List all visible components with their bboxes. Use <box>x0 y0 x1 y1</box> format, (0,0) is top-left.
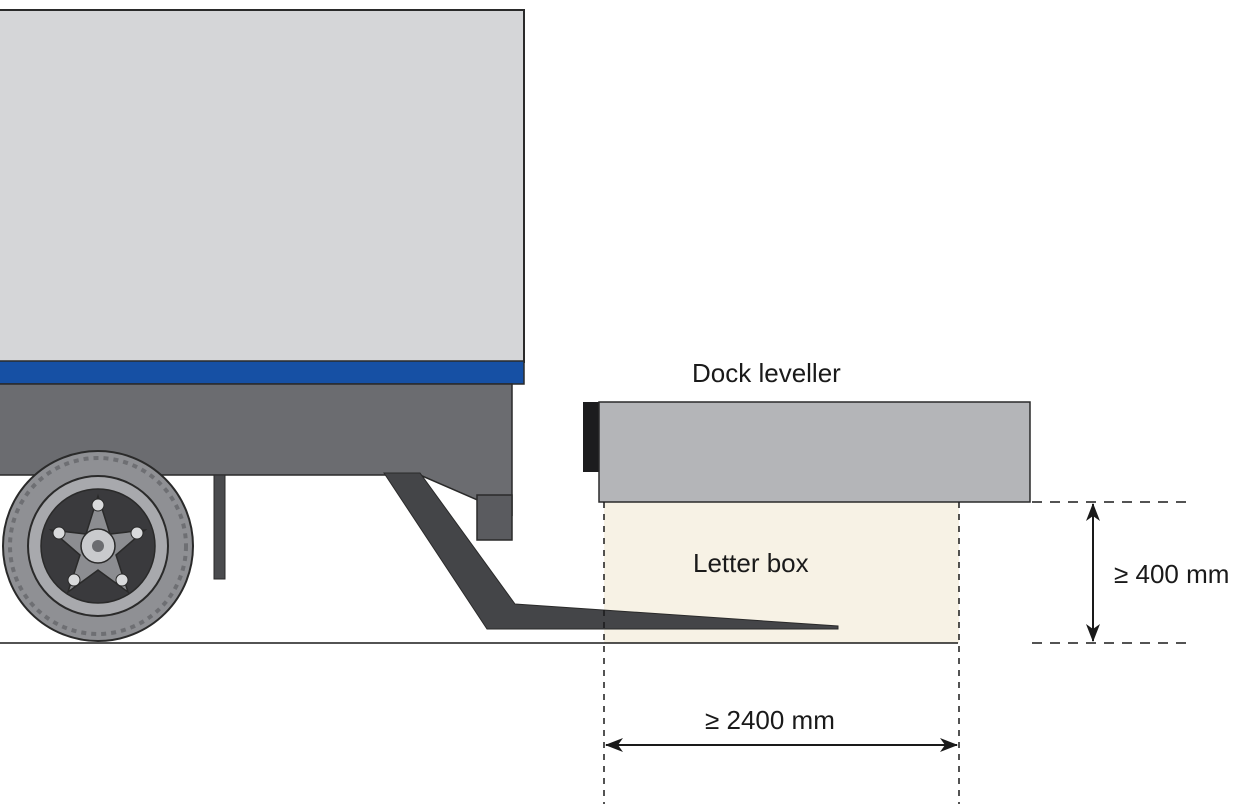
wheel-icon <box>2 450 194 642</box>
dock-leveller-lip <box>583 402 600 472</box>
height-dimension-label: ≥ 400 mm <box>1114 559 1229 589</box>
dock-leveller-platform <box>598 401 1031 503</box>
trailer-bumper <box>476 494 513 541</box>
forklift-fork <box>383 472 839 630</box>
trailer-blue-stripe <box>0 360 525 385</box>
trailer-body <box>0 9 525 363</box>
trailer-chassis <box>0 383 513 517</box>
trailer-support-leg <box>213 474 226 580</box>
letter-box-label: Letter box <box>693 548 809 578</box>
width-dimension-label: ≥ 2400 mm <box>705 705 835 735</box>
dock-leveller-label: Dock leveller <box>692 358 841 388</box>
